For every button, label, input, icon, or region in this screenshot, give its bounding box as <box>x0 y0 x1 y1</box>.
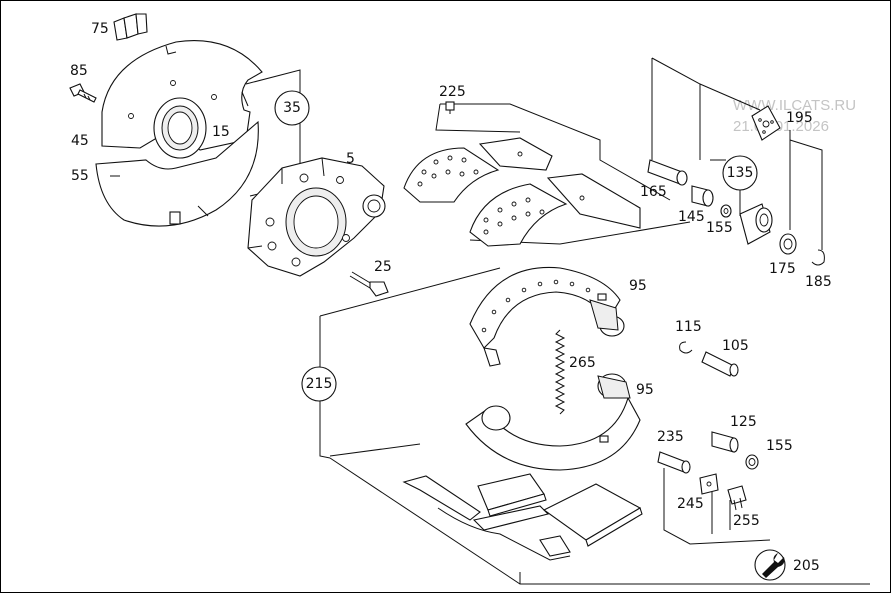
lining-lower-a[interactable] <box>402 475 550 531</box>
label-235: 235 <box>657 429 684 445</box>
lining-upper-right[interactable] <box>478 137 641 229</box>
part-45-dust-shield-upper[interactable] <box>101 40 263 159</box>
label-185: 185 <box>805 274 832 290</box>
label-255: 255 <box>733 513 760 529</box>
label-205: 205 <box>793 558 820 574</box>
label-55: 55 <box>71 168 89 184</box>
wrench-icon <box>762 553 785 578</box>
label-155-top: 155 <box>706 220 733 236</box>
label-85: 85 <box>70 63 88 79</box>
callout-35-label: 35 <box>283 100 301 116</box>
part-165-pin[interactable] <box>647 159 688 186</box>
callout-215[interactable] <box>301 366 337 402</box>
label-245: 245 <box>677 496 704 512</box>
label-145: 145 <box>678 209 705 225</box>
part-55-dust-shield-lower[interactable] <box>95 120 259 227</box>
part-195-bearing[interactable] <box>739 203 773 245</box>
part-135-sleeve[interactable] <box>691 185 714 207</box>
label-175: 175 <box>769 261 796 277</box>
part-175-washer[interactable] <box>779 233 797 255</box>
part-225-rivet[interactable] <box>445 101 455 114</box>
label-155-bottom: 155 <box>766 438 793 454</box>
label-265: 265 <box>569 355 596 371</box>
lining-upper-left[interactable] <box>403 147 500 203</box>
part-105-pin[interactable] <box>701 351 739 377</box>
callout-135[interactable] <box>722 155 758 191</box>
label-45: 45 <box>71 133 89 149</box>
label-165: 165 <box>640 184 667 200</box>
lining-lower-b[interactable] <box>477 473 547 517</box>
label-25: 25 <box>374 259 392 275</box>
part-235-pin[interactable] <box>657 451 691 474</box>
label-105: 105 <box>722 338 749 354</box>
part-95-shoe-upper[interactable] <box>469 266 625 367</box>
callout-215-label: 215 <box>306 376 333 392</box>
part-95-shoe-lower[interactable] <box>465 373 641 471</box>
shield-icon <box>751 105 781 141</box>
label-75: 75 <box>91 21 109 37</box>
callout-35[interactable] <box>274 90 310 126</box>
label-125: 125 <box>730 414 757 430</box>
label-195: 195 <box>786 110 813 126</box>
callout-205[interactable] <box>754 549 786 581</box>
label-15: 15 <box>212 124 230 140</box>
part-265-spring[interactable] <box>554 329 566 415</box>
lining-middle[interactable] <box>469 183 568 247</box>
callout-135-label: 135 <box>727 165 754 181</box>
label-115: 115 <box>675 319 702 335</box>
label-95-upper: 95 <box>629 278 647 294</box>
part-85-bolt[interactable] <box>69 83 97 103</box>
part-155-washer-bottom[interactable] <box>745 454 759 470</box>
part-245-plate[interactable] <box>699 473 719 495</box>
part-125-bushing[interactable] <box>711 431 739 453</box>
part-5-anchor-housing[interactable] <box>247 157 386 277</box>
lining-lower-c[interactable] <box>539 483 643 557</box>
part-155-washer-top[interactable] <box>720 204 732 218</box>
watermark-date: 21.07.01.2026 <box>733 118 829 135</box>
part-25-bolt[interactable] <box>349 271 389 297</box>
label-5: 5 <box>346 151 355 167</box>
part-75-clips[interactable] <box>113 13 148 41</box>
part-255-bolt[interactable] <box>727 485 747 511</box>
label-95-lower: 95 <box>636 382 654 398</box>
part-115-clip[interactable] <box>679 341 693 354</box>
part-185-circlip[interactable] <box>811 249 825 266</box>
label-225: 225 <box>439 84 466 100</box>
